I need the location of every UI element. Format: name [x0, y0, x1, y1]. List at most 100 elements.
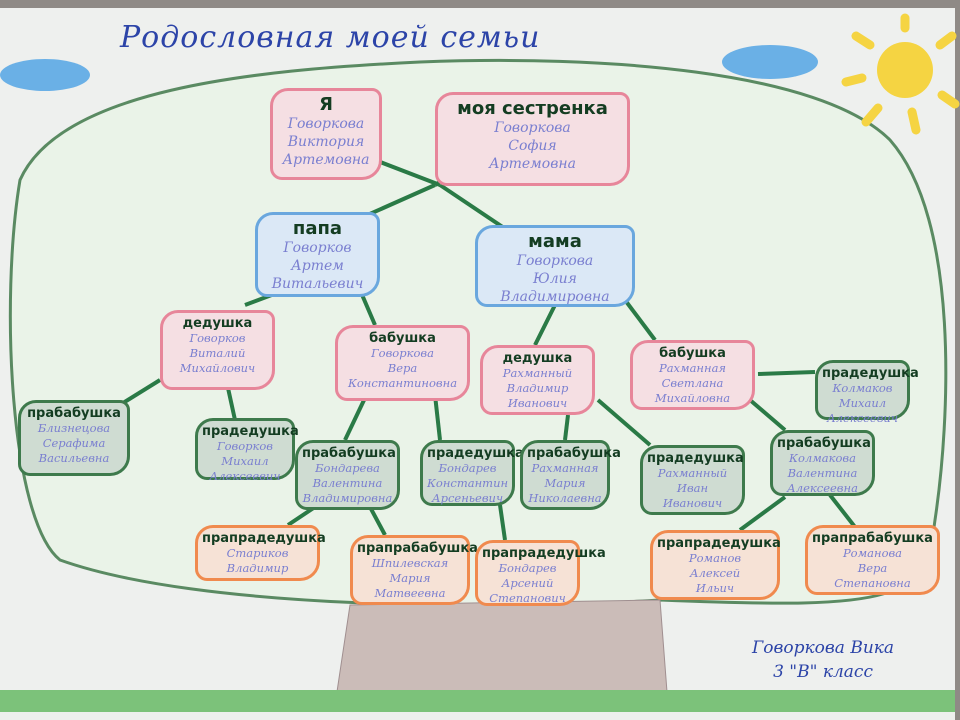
name-line: Иванович — [662, 496, 723, 510]
name-line: Мария — [389, 571, 431, 585]
relation-label: прапрабабушка — [812, 531, 933, 546]
name-line: Константиновна — [347, 376, 458, 390]
name-line: Говорков — [283, 240, 352, 256]
relation-label: прабабушка — [27, 406, 121, 421]
name-line: Бондарев — [498, 561, 557, 575]
name-line: Михайлович — [179, 361, 256, 375]
name-line: Колмакова — [789, 451, 856, 465]
name-line: Степановна — [834, 576, 911, 590]
name-line: Владимир — [506, 381, 569, 395]
relation-label: прабабушка — [777, 436, 871, 451]
name-line: Романова — [842, 546, 903, 560]
name-line: Арсеньевич — [431, 491, 504, 505]
name-line: Михаил — [221, 454, 269, 468]
name-line: Константин — [427, 476, 509, 490]
name-line: Рахманная — [658, 361, 727, 375]
name-line: Говоркова — [494, 120, 571, 136]
name-line: Вера — [857, 561, 888, 575]
name-line: Близнецова — [37, 421, 111, 435]
name-line: Алексеевна — [787, 481, 858, 495]
name-line: Рахманная — [531, 461, 599, 475]
name-line: Алексеевич — [826, 411, 898, 425]
name-line: Виктория — [287, 134, 365, 150]
name-line: Владимир — [226, 561, 289, 575]
relation-label: прапрадедушка — [202, 531, 326, 546]
relation-label: прабабушка — [302, 446, 396, 461]
name-line: Говоркова — [287, 116, 365, 132]
relation-label: прабабушка — [527, 446, 621, 461]
signature-class: 3 "В" класс — [773, 662, 873, 682]
name-line: Михаил — [838, 396, 887, 410]
name-line: Алексеевич — [209, 469, 281, 483]
name-line: Иван — [676, 481, 709, 495]
name-line: Говоркова — [516, 253, 594, 269]
signature-name: Говоркова Вика — [752, 638, 895, 658]
name-line: Артемовна — [489, 156, 576, 172]
name-line: Серафима — [42, 436, 106, 450]
sun-icon — [841, 13, 960, 135]
relation-label: моя сестренка — [457, 98, 608, 119]
relation-label: дедушка — [182, 316, 253, 331]
name-line: Шпилевская — [371, 556, 449, 570]
name-line: Виталий — [189, 346, 246, 360]
relation-label: бабушка — [659, 346, 726, 361]
name-line: Рахманный — [502, 366, 573, 380]
name-line: Светлана — [661, 376, 724, 390]
name-line: Мария — [544, 476, 586, 490]
name-line: Алексей — [689, 566, 741, 580]
tree-trunk — [334, 599, 669, 706]
cloud-right-icon — [722, 45, 818, 79]
name-line: Николаевна — [528, 491, 602, 505]
relation-label: прапрадедушка — [482, 546, 606, 561]
name-line: Степанович — [489, 591, 566, 605]
relation-label: мама — [528, 231, 582, 252]
name-line: Михайловна — [654, 391, 731, 405]
grass — [0, 690, 955, 712]
name-line: Юлия — [533, 271, 577, 287]
name-line: Артем — [291, 258, 344, 274]
relation-label: прадедушка — [822, 366, 919, 381]
name-line: Ильич — [695, 581, 735, 595]
name-line: Романов — [688, 551, 742, 565]
name-line: Артемовна — [282, 152, 370, 168]
name-line: Матвеевна — [374, 586, 446, 600]
name-line: Иванович — [507, 396, 568, 410]
name-line: Говорков — [216, 439, 273, 453]
name-line: Стариков — [226, 546, 289, 560]
name-line: София — [508, 138, 557, 154]
relation-label: дедушка — [502, 351, 573, 366]
name-line: Владимировна — [302, 491, 393, 505]
relation-label: бабушка — [369, 331, 436, 346]
name-line: Валентина — [787, 466, 858, 480]
page-title: Родословная моей семьи — [120, 20, 541, 55]
signature: Говоркова Вика 3 "В" класс — [752, 636, 894, 684]
name-line: Рахманный — [657, 466, 728, 480]
relation-label: прадедушка — [427, 446, 524, 461]
name-line: Владимировна — [500, 289, 610, 305]
name-line: Валентина — [312, 476, 383, 490]
name-line: Говоркова — [371, 346, 434, 360]
relation-label: Я — [319, 94, 333, 115]
relation-label: прадедушка — [647, 451, 744, 466]
relation-label: прапрабабушка — [357, 541, 478, 556]
relation-label: папа — [292, 218, 343, 239]
name-line: Колмаков — [832, 381, 893, 395]
name-line: Васильевна — [38, 451, 110, 465]
